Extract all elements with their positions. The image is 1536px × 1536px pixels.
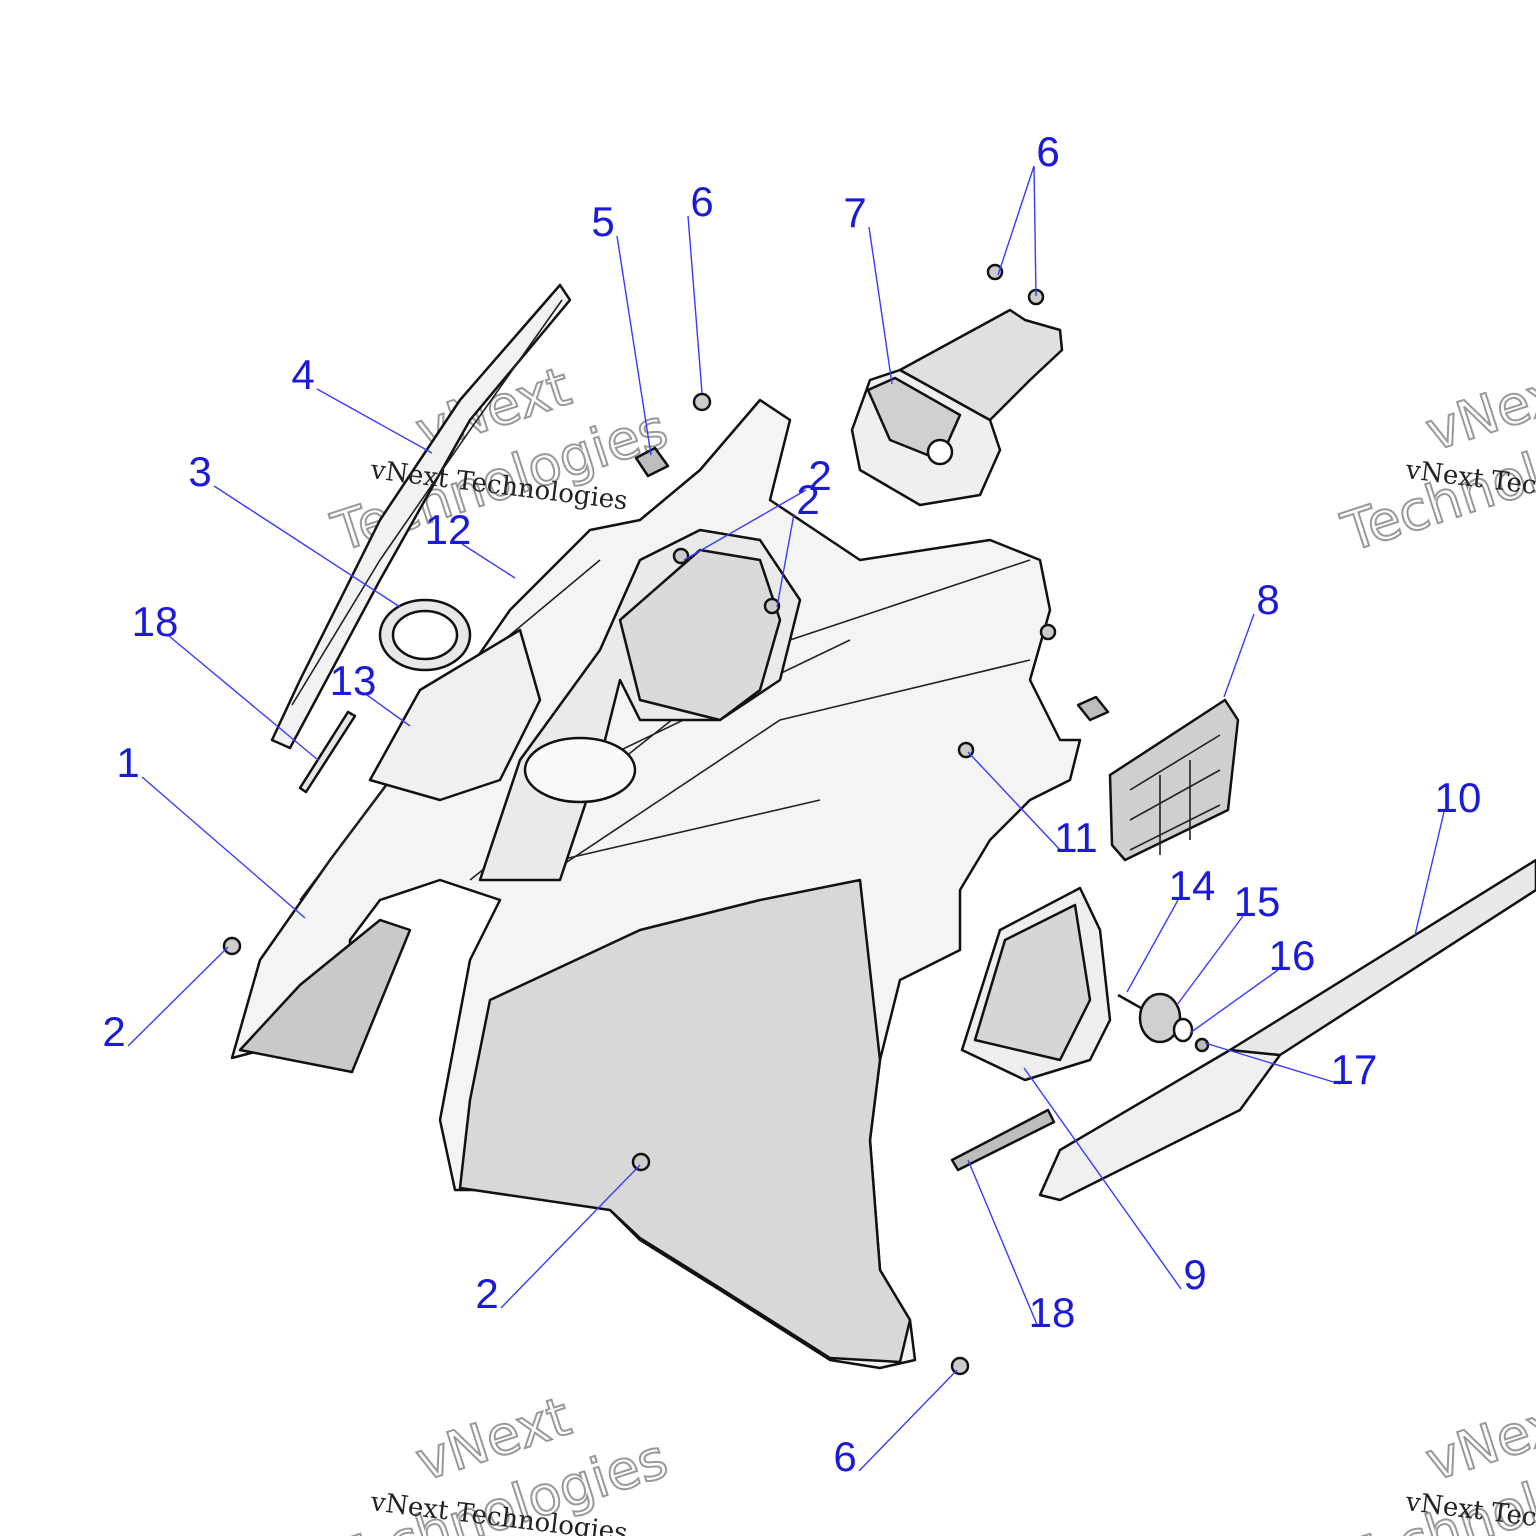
- leader-line-c5: [616, 235, 652, 456]
- callout-c2b: 2: [808, 452, 831, 499]
- leader-line-c2b: [683, 489, 807, 561]
- callout-c6a: 6: [690, 178, 713, 225]
- part-5-clip: [634, 446, 670, 478]
- callout-c18b: 18: [1029, 1289, 1076, 1336]
- leader-line-c6a: [687, 215, 703, 394]
- callout-c4: 4: [291, 351, 314, 398]
- leader-line-c6d: [858, 1369, 958, 1472]
- leader-line-c2a: [127, 946, 229, 1047]
- fasteners: [222, 263, 1110, 1376]
- leader-line-c4: [316, 388, 433, 454]
- leader-line-c15: [1176, 915, 1244, 1006]
- callout-c2a: 2: [102, 1008, 125, 1055]
- part-14-17-hardware: [1117, 992, 1210, 1053]
- callout-c11: 11: [1054, 814, 1098, 861]
- callout-c14: 14: [1169, 862, 1216, 909]
- part-4-trim-strip: [270, 283, 572, 750]
- callout-c2d: 2: [475, 1270, 498, 1317]
- leader-line-c14: [1126, 899, 1179, 993]
- leader-line-c18b: [967, 1159, 1039, 1328]
- leader-line-c12: [461, 543, 516, 579]
- callout-c3: 3: [188, 448, 211, 495]
- callout-c5: 5: [591, 198, 614, 245]
- callout-c12: 12: [425, 506, 472, 553]
- part-3-fuel-ring: [378, 598, 472, 672]
- leader-line-c2c: [776, 513, 795, 608]
- callout-c2c: 2: [796, 476, 819, 523]
- callout-c10: 10: [1435, 774, 1482, 821]
- callout-c1: 1: [116, 739, 139, 786]
- callout-c15: 15: [1234, 878, 1281, 925]
- callout-c6b: 6: [1036, 128, 1059, 175]
- leader-line-c2d: [500, 1164, 641, 1309]
- leader-line-c7: [868, 226, 893, 385]
- callout-c6d: 6: [833, 1433, 856, 1480]
- callout-c9: 9: [1183, 1251, 1206, 1298]
- leader-line-c16: [1189, 969, 1279, 1034]
- leader-line-c1: [141, 776, 306, 919]
- leader-line-c6b: [997, 165, 1035, 276]
- part-8-grille: [1108, 698, 1240, 862]
- part-1-front-body-panel: [230, 398, 1082, 1370]
- callout-c17: 17: [1331, 1046, 1378, 1093]
- callout-c6c: 6: [1036, 128, 1059, 175]
- leader-line-c11: [967, 751, 1063, 853]
- callout-c13: 13: [330, 657, 377, 704]
- leader-lines: [127, 165, 1445, 1472]
- callout-c16: 16: [1269, 932, 1316, 979]
- leader-line-c6c: [1033, 165, 1037, 297]
- leader-line-c3: [213, 485, 401, 608]
- callout-c8: 8: [1256, 576, 1279, 623]
- part-10-side-rail: [1038, 858, 1536, 1202]
- part-9-side-cover: [960, 886, 1112, 1082]
- leader-line-c18a: [168, 635, 319, 761]
- part-7-vent-cover: [850, 308, 1064, 507]
- leader-line-c10: [1414, 811, 1445, 936]
- part-12-13-inner-tub: [368, 528, 802, 882]
- leader-line-c13: [366, 694, 411, 727]
- part-18-rods: [298, 710, 1056, 1172]
- leader-line-c8: [1223, 613, 1255, 698]
- leader-line-c17: [1204, 1042, 1341, 1085]
- callout-c18a: 18: [132, 598, 179, 645]
- leader-line-c9: [1023, 1067, 1182, 1290]
- callout-c7: 7: [843, 189, 866, 236]
